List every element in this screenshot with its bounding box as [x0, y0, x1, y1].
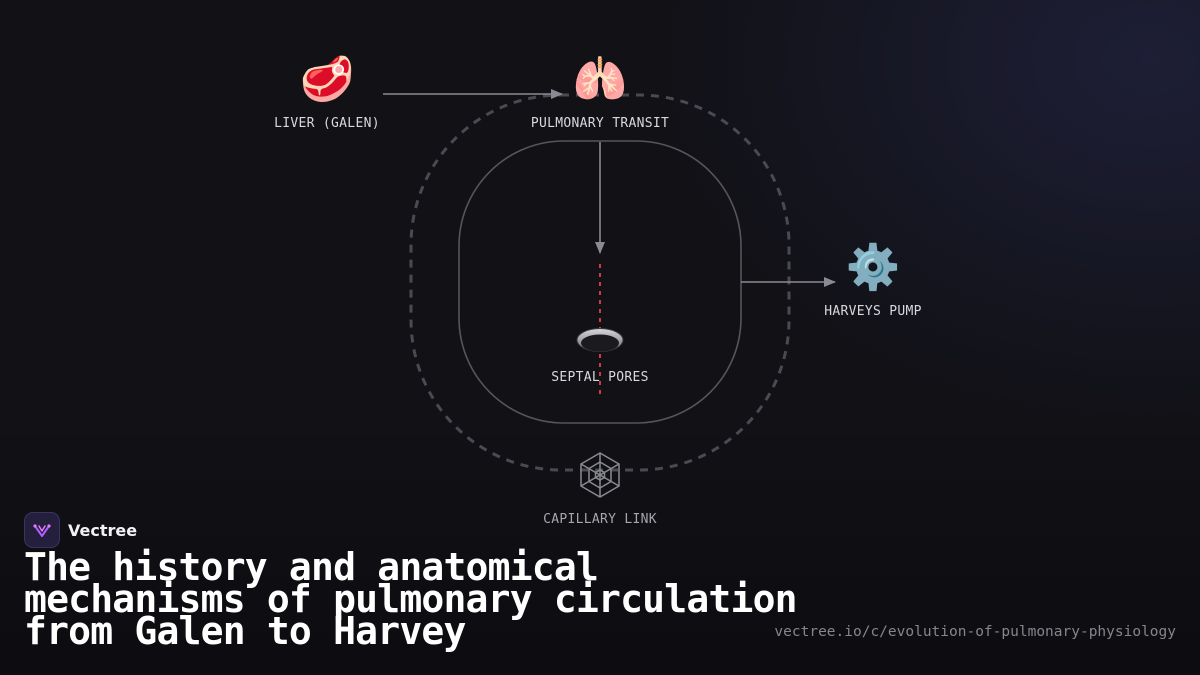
gear-icon: ⚙️	[845, 242, 901, 293]
pore-icon	[576, 328, 624, 352]
web-icon	[580, 452, 620, 498]
septal-pores-label: SEPTAL PORES	[551, 370, 649, 385]
capillary-link-label: CAPILLARY LINK	[543, 512, 657, 527]
meat-icon: 🥩	[299, 54, 355, 105]
brand-name: Vectree	[68, 520, 138, 540]
liver-label: LIVER (GALEN)	[274, 116, 380, 131]
page-title: The history and anatomical mechanisms of…	[24, 545, 798, 653]
harveys-pump-label: HARVEYS PUMP	[824, 304, 922, 319]
lungs-icon: 🫁	[572, 54, 628, 105]
brand[interactable]: Vectree	[24, 512, 137, 548]
vectree-logo-icon	[24, 512, 60, 548]
pulmonary-transit-label: PULMONARY TRANSIT	[530, 116, 670, 131]
source-url[interactable]: vectree.io/c/evolution-of-pulmonary-phys…	[774, 624, 1176, 640]
